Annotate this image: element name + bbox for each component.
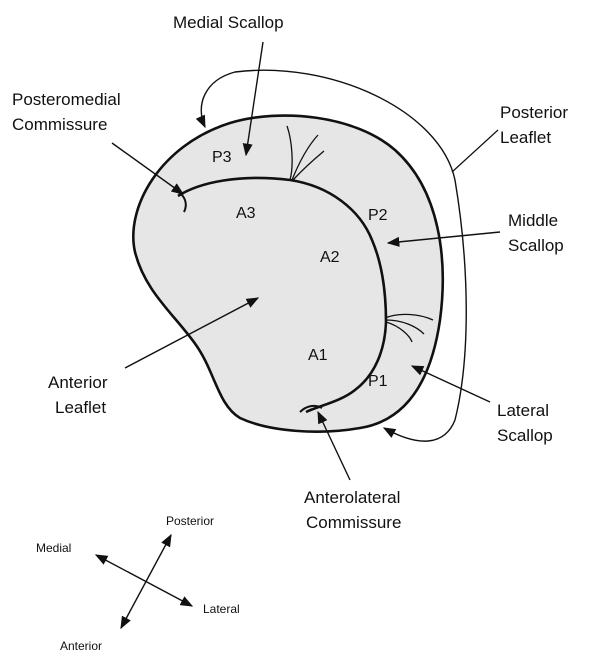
anterior-posterior-axis (121, 535, 171, 628)
anterior-leaflet-label-2: Leaflet (55, 398, 106, 417)
orientation-lateral: Lateral (203, 602, 240, 616)
orientation-anterior: Anterior (60, 639, 102, 653)
medial-scallop-label: Medial Scallop (173, 13, 284, 32)
segment-a2: A2 (320, 249, 340, 266)
lateral-scallop-arrow (412, 366, 490, 402)
middle-scallop-label-2: Scallop (508, 236, 564, 255)
posterior-leaflet-pointer (452, 130, 498, 172)
segment-p1: P1 (368, 373, 388, 390)
anterolateral-commissure-label-2: Commissure (306, 513, 401, 532)
segment-p2: P2 (368, 207, 388, 224)
posteromedial-commissure-label-2: Commissure (12, 115, 107, 134)
lateral-scallop-label-2: Scallop (497, 426, 553, 445)
posterior-leaflet-label-1: Posterior (500, 103, 568, 122)
orientation-medial: Medial (36, 541, 71, 555)
segment-a3: A3 (236, 205, 256, 222)
anterolateral-commissure-label-1: Anterolateral (304, 488, 400, 507)
segment-a1: A1 (308, 347, 328, 364)
medial-lateral-axis (96, 555, 192, 606)
posteromedial-commissure-label-1: Posteromedial (12, 90, 121, 109)
middle-scallop-label-1: Middle (508, 211, 558, 230)
lateral-scallop-label-1: Lateral (497, 401, 549, 420)
segment-p3: P3 (212, 149, 232, 166)
orientation-posterior: Posterior (166, 514, 214, 528)
posterior-leaflet-label-2: Leaflet (500, 128, 551, 147)
valve-outline (133, 116, 442, 432)
anterior-leaflet-label-1: Anterior (48, 373, 108, 392)
